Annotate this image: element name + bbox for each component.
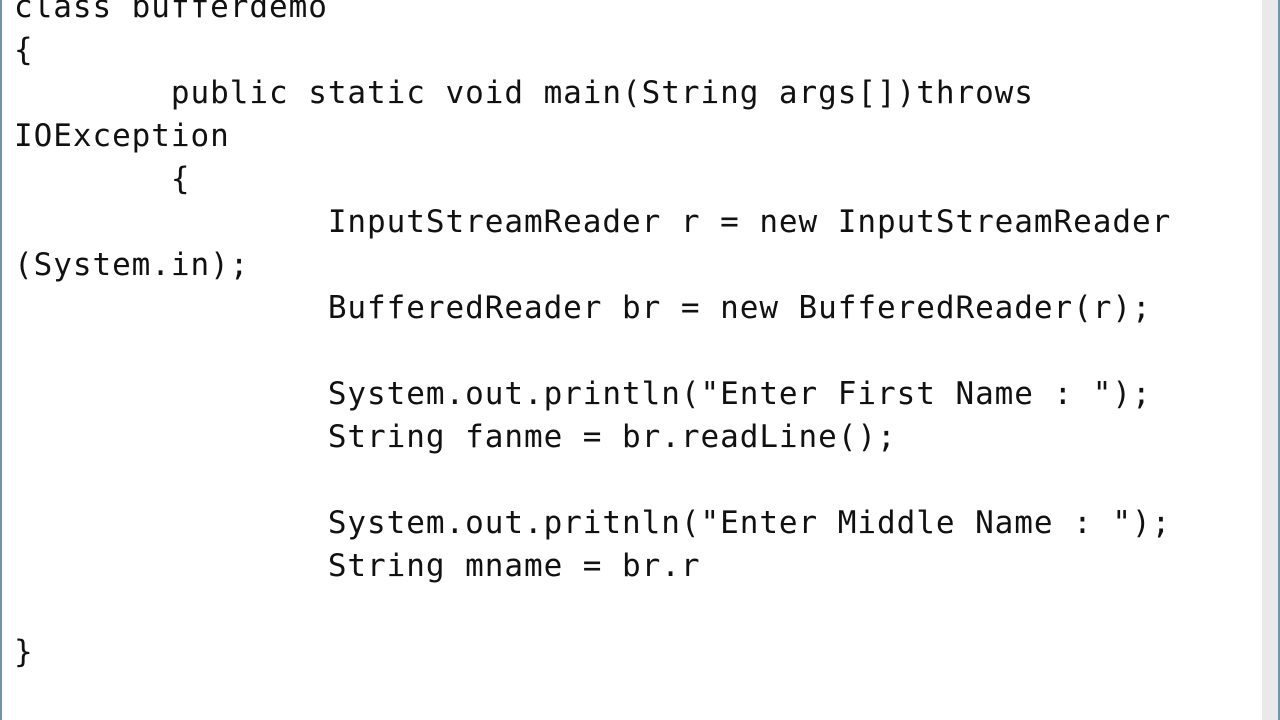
code-line-5: { [14, 161, 191, 197]
vertical-scrollbar[interactable] [1262, 0, 1278, 720]
code-line-16: } [14, 634, 34, 670]
code-line-3: public static void main(String args[])th… [14, 75, 1034, 111]
code-line-13: System.out.pritnln("Enter Middle Name : … [14, 505, 1172, 541]
window-right-border [1278, 0, 1280, 720]
code-line-12 [14, 459, 1260, 502]
code-line-10: System.out.println("Enter First Name : "… [14, 376, 1152, 412]
code-line-1: class bufferdemo [14, 0, 328, 25]
window-left-border [0, 0, 2, 720]
code-line-14: String mname = br.r [14, 548, 701, 584]
code-line-2: { [14, 32, 34, 68]
code-line-8: BufferedReader br = new BufferedReader(r… [14, 290, 1152, 326]
code-line-9 [14, 330, 1260, 373]
code-line-6: InputStreamReader r = new InputStreamRea… [14, 204, 1172, 240]
code-line-15 [14, 588, 1260, 631]
code-line-4: IOException [14, 118, 230, 154]
code-editor[interactable]: class bufferdemo { public static void ma… [14, 0, 1260, 720]
code-line-11: String fanme = br.readLine(); [14, 419, 897, 455]
code-line-7: (System.in); [14, 247, 250, 283]
